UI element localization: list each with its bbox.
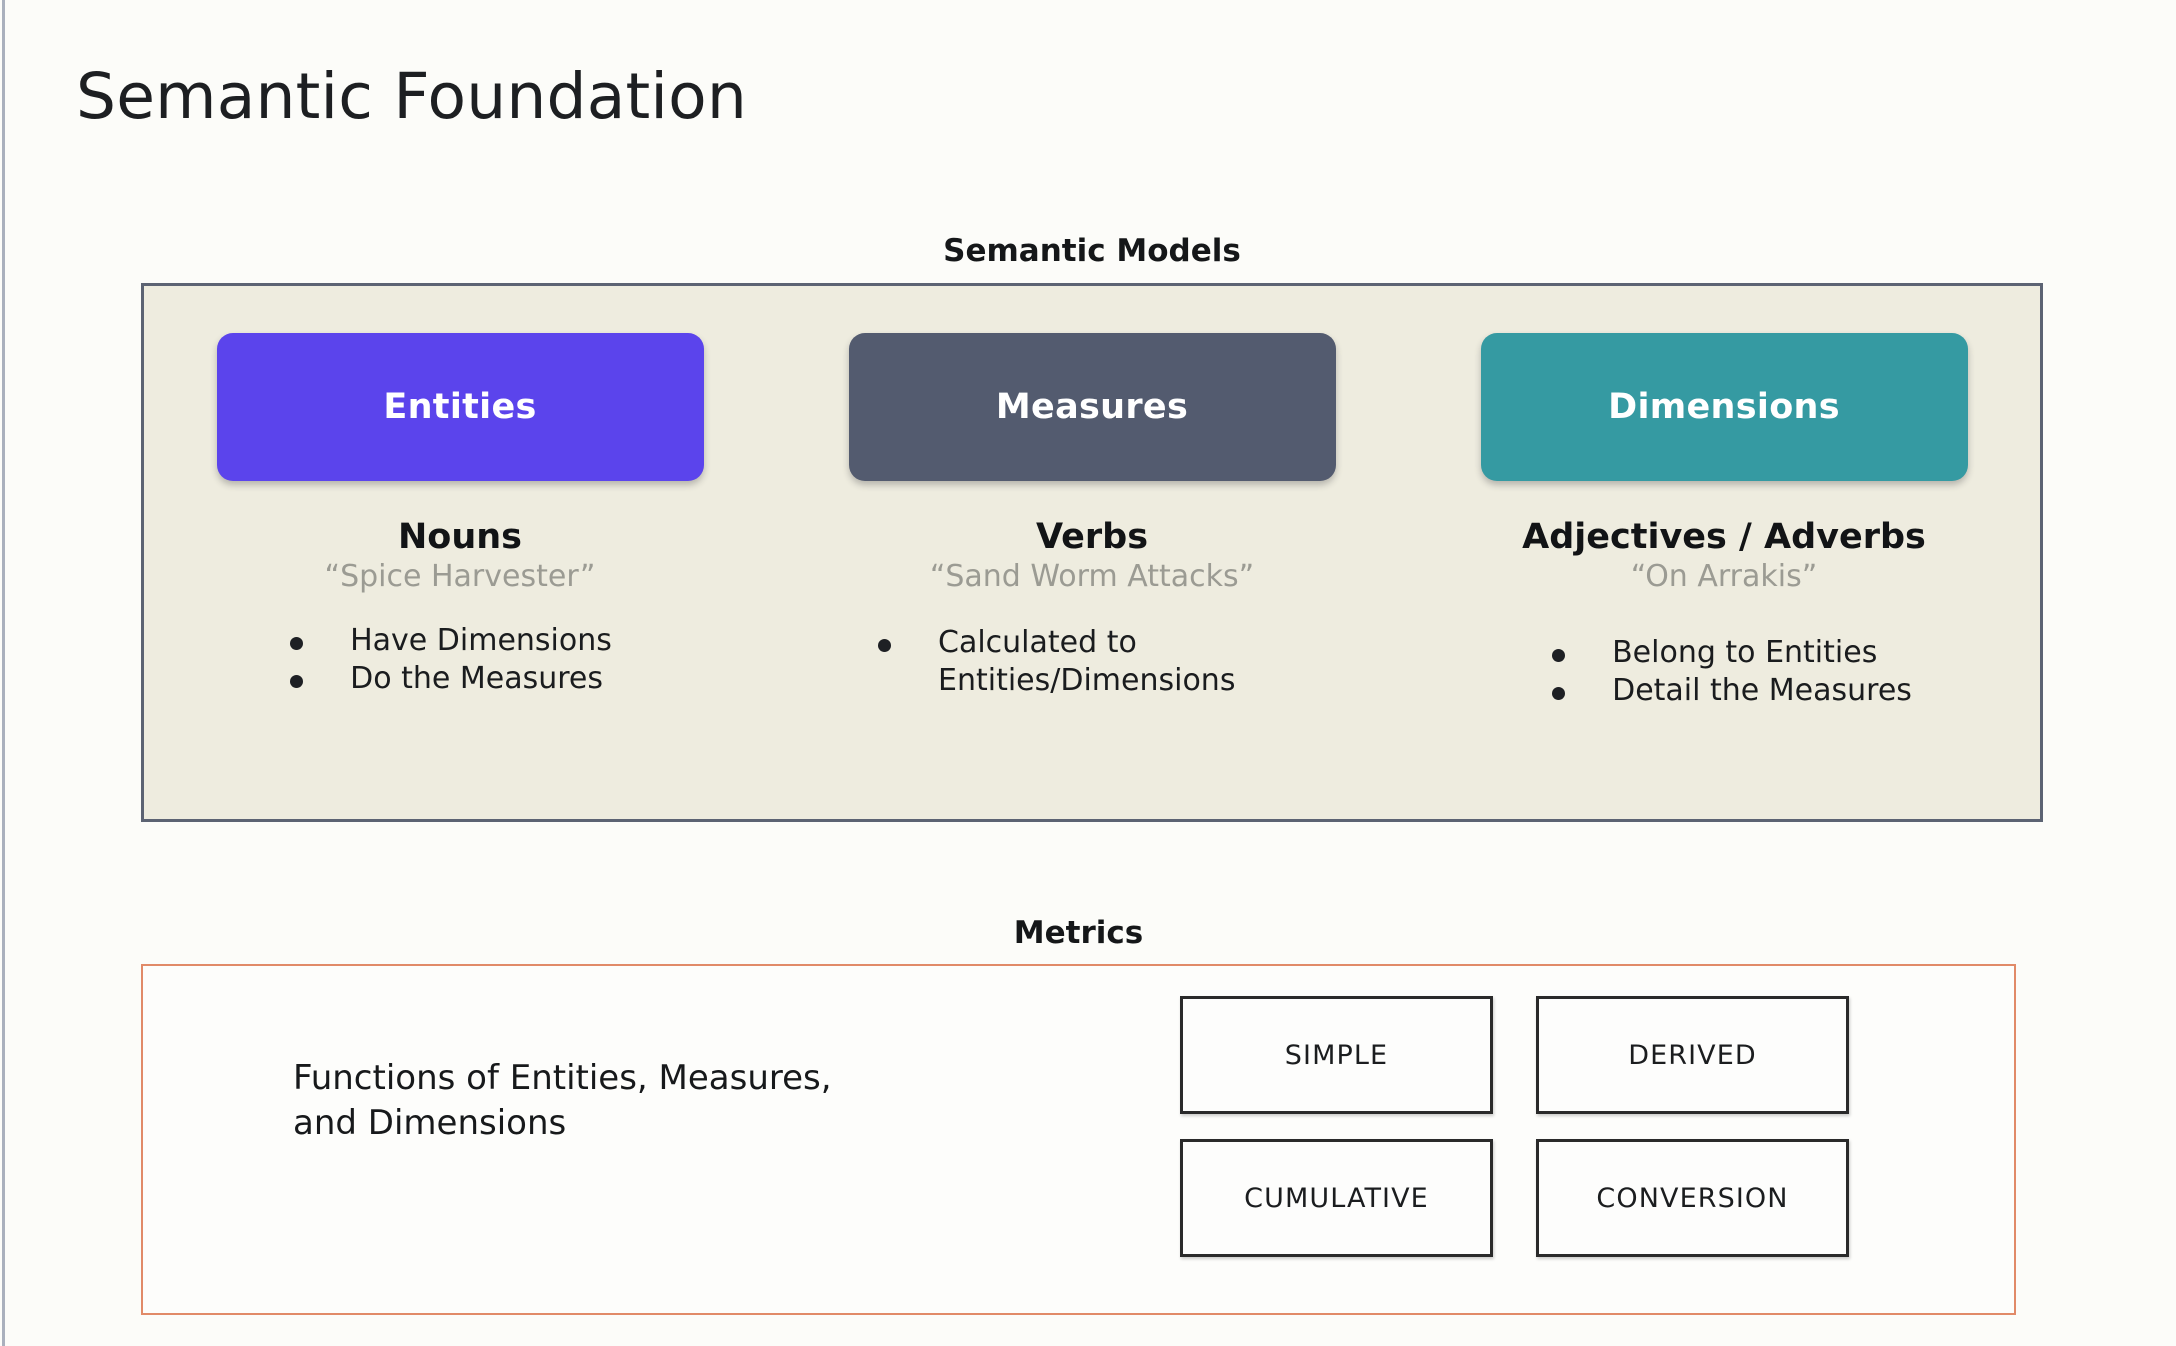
list-item: Have Dimensions — [282, 622, 612, 660]
metrics-type-grid: SIMPLE DERIVED CUMULATIVE CONVERSION — [1180, 996, 1849, 1257]
bullet-dot-icon — [1552, 649, 1566, 663]
dimensions-example: “On Arrakis” — [1630, 558, 1818, 594]
semantic-models-caption: Semantic Models — [943, 233, 1241, 269]
page-title: Semantic Foundation — [76, 60, 747, 133]
semantic-models-columns: Entities Nouns “Spice Harvester” Have Di… — [144, 286, 2040, 819]
chip-measures-label: Measures — [995, 387, 1189, 427]
list-item: Belong to Entities — [1544, 634, 1912, 672]
chip-measures[interactable]: Measures — [848, 333, 1336, 481]
metric-type-derived-label: DERIVED — [1628, 1039, 1757, 1071]
list-item: Calculated to Entities/Dimensions — [870, 624, 1268, 700]
metric-type-conversion-label: CONVERSION — [1596, 1182, 1789, 1214]
measures-part-of-speech: Verbs — [1035, 517, 1149, 557]
dimensions-part-of-speech: Adjectives / Adverbs — [1522, 517, 1926, 557]
bullet-dot-icon — [290, 637, 304, 651]
bullet-dot-icon — [290, 675, 304, 689]
metrics-description-line-2: and Dimensions — [293, 1103, 567, 1144]
metrics-description-line-1: Functions of Entities, Measures, — [293, 1058, 832, 1098]
entities-bullet-list: Have Dimensions Do the Measures — [282, 622, 612, 698]
list-item: Detail the Measures — [1544, 672, 1912, 710]
semantic-column-measures: Measures Verbs “Sand Worm Attacks” Calcu… — [776, 286, 1408, 819]
dimensions-bullet-2: Detail the Measures — [1612, 673, 1912, 709]
metric-type-simple-label: SIMPLE — [1284, 1039, 1389, 1071]
entities-bullet-2: Do the Measures — [350, 661, 603, 697]
metrics-caption: Metrics — [1013, 915, 1144, 951]
dimensions-bullet-list: Belong to Entities Detail the Measures — [1544, 634, 1912, 710]
entities-bullet-1: Have Dimensions — [350, 623, 612, 659]
measures-bullet-1: Calculated to Entities/Dimensions — [938, 625, 1236, 699]
list-item: Do the Measures — [282, 660, 612, 698]
semantic-models-panel: Entities Nouns “Spice Harvester” Have Di… — [141, 283, 2043, 822]
dimensions-bullet-1: Belong to Entities — [1612, 635, 1878, 671]
entities-part-of-speech: Nouns — [397, 517, 522, 557]
chip-dimensions-label: Dimensions — [1608, 387, 1840, 427]
metrics-description: Functions of Entities, Measures, and Dim… — [293, 1056, 993, 1146]
metric-type-conversion[interactable]: CONVERSION — [1536, 1139, 1849, 1257]
metric-type-derived[interactable]: DERIVED — [1536, 996, 1849, 1114]
metric-type-cumulative[interactable]: CUMULATIVE — [1180, 1139, 1493, 1257]
entities-example: “Spice Harvester” — [324, 558, 596, 594]
metric-type-cumulative-label: CUMULATIVE — [1244, 1182, 1429, 1214]
chip-entities-label: Entities — [383, 387, 537, 427]
semantic-column-dimensions: Dimensions Adjectives / Adverbs “On Arra… — [1408, 286, 2040, 819]
bullet-dot-icon — [1552, 687, 1566, 701]
chip-entities[interactable]: Entities — [216, 333, 704, 481]
bullet-dot-icon — [878, 639, 891, 653]
semantic-column-entities: Entities Nouns “Spice Harvester” Have Di… — [144, 286, 776, 819]
left-edge-rule — [2, 0, 5, 1346]
chip-dimensions[interactable]: Dimensions — [1480, 333, 1968, 481]
metric-type-simple[interactable]: SIMPLE — [1180, 996, 1493, 1114]
measures-bullet-list: Calculated to Entities/Dimensions — [870, 624, 1268, 700]
metrics-panel: Functions of Entities, Measures, and Dim… — [141, 964, 2016, 1315]
measures-example: “Sand Worm Attacks” — [929, 558, 1255, 594]
